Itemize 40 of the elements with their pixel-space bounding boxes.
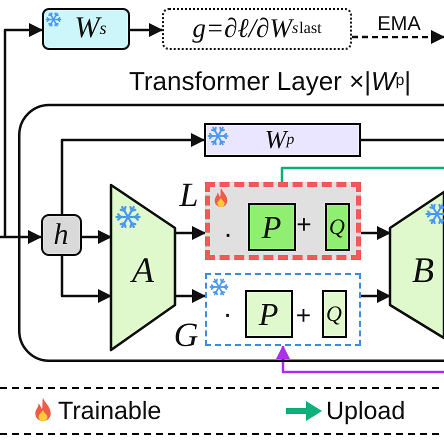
operator-symbol: + [295,208,313,240]
legend-label: Trainable [58,396,162,426]
math-label: A [129,249,155,292]
connector-line [361,138,444,142]
arrow [276,345,444,374]
global-adapter-box [205,273,361,346]
matrix-box [245,290,293,338]
arrow [60,133,205,214]
arrow [82,230,112,244]
local-adapter-box [205,182,361,260]
math-label: h [52,216,70,252]
arrow [361,289,391,303]
matrix-box [325,203,350,251]
matrix-box [248,203,296,251]
operator-symbol: · [222,222,234,246]
arrow [175,226,206,240]
math-label: P [260,208,282,246]
weight-box [42,8,130,50]
gradient-box [162,8,352,50]
weight-box [204,123,361,157]
operator-symbol: + [294,300,312,330]
projection-trapezoid [111,185,175,350]
legend-label: Upload [326,396,406,426]
math-label: G [172,318,200,354]
operator-symbol: · [222,302,234,326]
arrow [4,23,43,237]
arrow [0,230,42,244]
arrow [361,226,391,240]
math-label: P [258,294,280,334]
arrow [352,30,444,44]
matrix-box [322,290,347,338]
arrow [175,289,206,303]
hidden-state-box [41,214,82,256]
math-label: B [411,249,435,292]
arrow [60,256,112,303]
math-label: Q [328,212,346,240]
connector-line [280,166,444,182]
math-label: Q [325,300,343,328]
arrow [130,23,163,37]
math-label: L [178,178,200,214]
